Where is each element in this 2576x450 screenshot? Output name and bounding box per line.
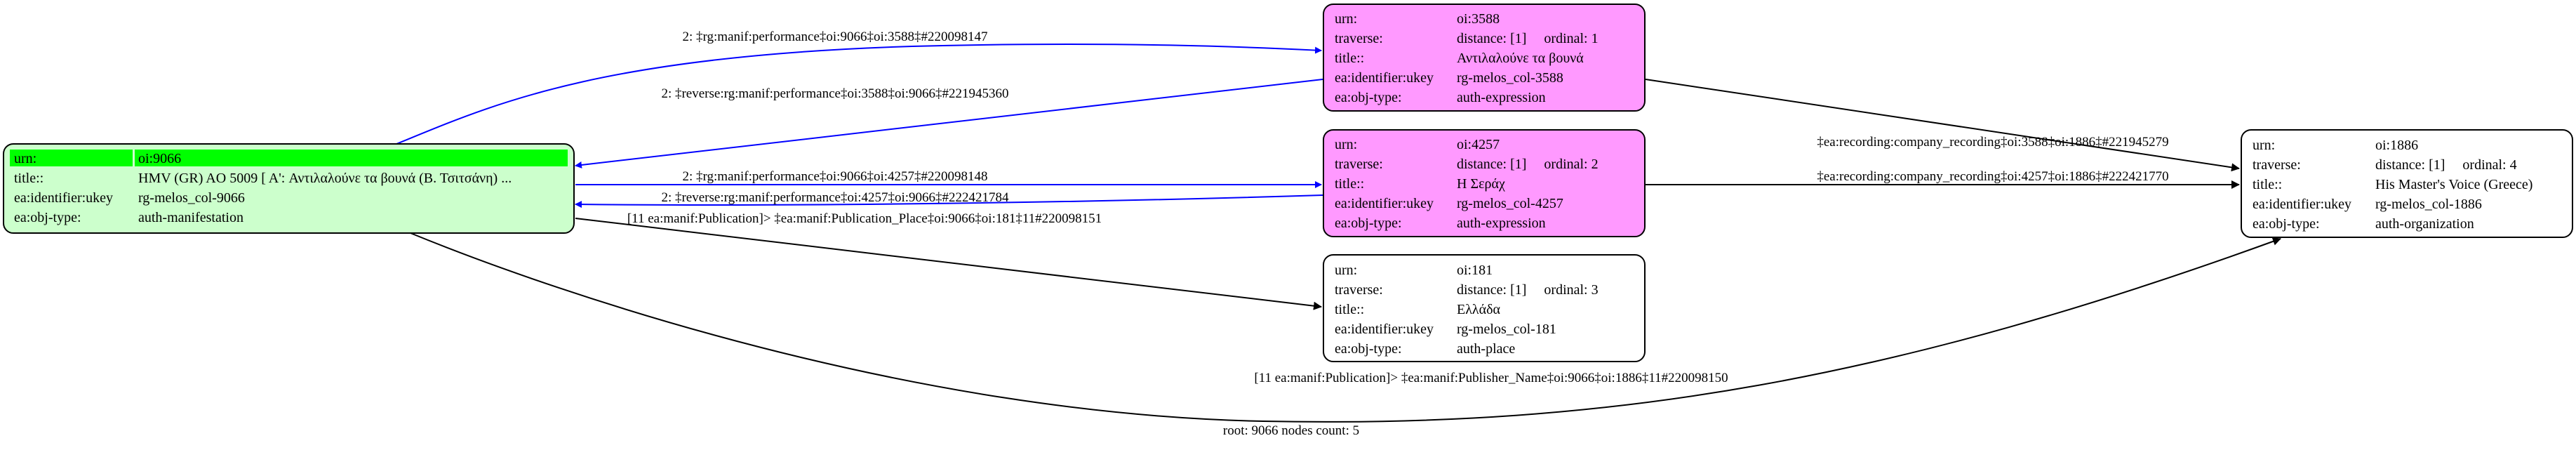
node-field-value: oi:1886 — [2375, 138, 2418, 153]
node-oi-1886[interactable]: urn: oi:1886 traverse: distance: [1] ordina… — [2241, 129, 2573, 238]
edge-label: 2: ‡rg:manif:performance‡oi:9066‡oi:3588… — [683, 29, 988, 44]
node-field-label: urn: — [1335, 11, 1357, 27]
node-field-value: oi:4257 — [1457, 137, 1500, 152]
node-oi-181[interactable]: urn: oi:181 traverse: distance: [1] ordinal… — [1323, 254, 1646, 362]
node-field-value: auth-expression — [1457, 216, 1546, 231]
node-field-value: Ελλάδα — [1457, 302, 1501, 317]
edge-9066-to-1886[interactable] — [410, 232, 2281, 423]
node-field-value: auth-manifestation — [138, 210, 243, 225]
node-field-label: urn: — [1335, 263, 1357, 278]
node-field-value: auth-expression — [1457, 90, 1546, 105]
edge-label: [11 ea:manif:Publication]> ‡ea:manif:Pub… — [627, 211, 1102, 226]
node-field-label: ea:obj-type: — [2253, 216, 2320, 232]
edge-9066-to-3588[interactable] — [396, 43, 1322, 145]
edge-3588-to-1886[interactable] — [1645, 79, 2240, 172]
node-field-value: distance: [1] ordinal: 1 — [1457, 31, 1599, 46]
node-field-value: oi:181 — [1457, 263, 1493, 278]
node-field-label: title:: — [14, 171, 44, 186]
node-field-label: title:: — [1335, 176, 1364, 192]
node-field-value: oi:9066 — [138, 151, 181, 166]
node-field-label: traverse: — [1335, 31, 1383, 46]
node-field-value: rg-melos_col-9066 — [138, 190, 245, 206]
edges — [396, 43, 2281, 423]
node-field-label: urn: — [1335, 137, 1357, 152]
node-field-value: rg-melos_col-3588 — [1457, 70, 1563, 86]
node-field-value: distance: [1] ordinal: 3 — [1457, 282, 1599, 298]
edge-label: 2: ‡reverse:rg:manif:performance‡oi:3588… — [661, 86, 1008, 101]
edge-label: 2: ‡reverse:rg:manif:performance‡oi:4257… — [661, 190, 1009, 205]
node-field-value: oi:3588 — [1457, 11, 1500, 27]
node-field-value: distance: [1] ordinal: 2 — [1457, 157, 1599, 172]
node-field-value: rg-melos_col-181 — [1457, 322, 1556, 337]
node-field-label: urn: — [14, 151, 36, 166]
node-field-label: ea:obj-type: — [1335, 341, 1402, 357]
node-field-label: ea:obj-type: — [14, 210, 81, 225]
node-field-value: auth-organization — [2375, 216, 2474, 232]
node-oi-3588[interactable]: urn: oi:3588 traverse: distance: [1] ordina… — [1323, 4, 1646, 112]
node-oi-4257[interactable]: urn: oi:4257 traverse: distance: [1] ordina… — [1323, 129, 1646, 237]
node-field-label: ea:identifier:ukey — [1335, 70, 1434, 86]
node-field-value: Η Σεράχ — [1457, 176, 1505, 192]
node-field-label: traverse: — [1335, 157, 1383, 172]
edge-label: [11 ea:manif:Publication]> ‡ea:manif:Pub… — [1254, 371, 1728, 385]
edge-4257-to-9066[interactable] — [575, 194, 1323, 209]
node-field-value: Αντιλαλούνε τα βουνά — [1457, 51, 1584, 66]
edge-labels: 2: ‡rg:manif:performance‡oi:9066‡oi:3588… — [627, 29, 2169, 385]
node-field-label: ea:identifier:ukey — [1335, 196, 1434, 211]
node-field-label: urn: — [2253, 138, 2275, 153]
node-field-label: ea:obj-type: — [1335, 90, 1402, 105]
footer-summary: root: 9066 nodes count: 5 — [1223, 423, 1359, 438]
node-field-value: rg-melos_col-1886 — [2375, 197, 2482, 212]
node-field-value: His Master's Voice (Greece) — [2375, 177, 2532, 192]
node-field-label: title:: — [2253, 177, 2282, 192]
node-field-value: distance: [1] ordinal: 4 — [2375, 157, 2517, 173]
node-field-label: traverse: — [2253, 157, 2301, 173]
node-field-value: rg-melos_col-4257 — [1457, 196, 1563, 211]
node-field-label: ea:identifier:ukey — [1335, 322, 1434, 337]
node-field-value: HMV (GR) AO 5009 [ A': Αντιλαλούνε τα βο… — [138, 171, 512, 186]
node-field-label: ea:identifier:ukey — [2253, 197, 2351, 212]
edge-3588-to-9066[interactable] — [575, 79, 1323, 168]
node-field-label: ea:identifier:ukey — [14, 190, 113, 206]
edge-9066-to-181[interactable] — [575, 218, 1322, 310]
node-field-label: traverse: — [1335, 282, 1383, 298]
node-field-label: title:: — [1335, 51, 1364, 66]
edge-label: ‡ea:recording:company_recording‡oi:4257‡… — [1817, 169, 2168, 184]
edge-label: ‡ea:recording:company_recording‡oi:3588‡… — [1817, 135, 2168, 150]
node-field-value: auth-place — [1457, 341, 1515, 357]
node-field-label: ea:obj-type: — [1335, 216, 1402, 231]
node-field-label: title:: — [1335, 302, 1364, 317]
edge-label: 2: ‡rg:manif:performance‡oi:9066‡oi:4257… — [683, 169, 988, 184]
